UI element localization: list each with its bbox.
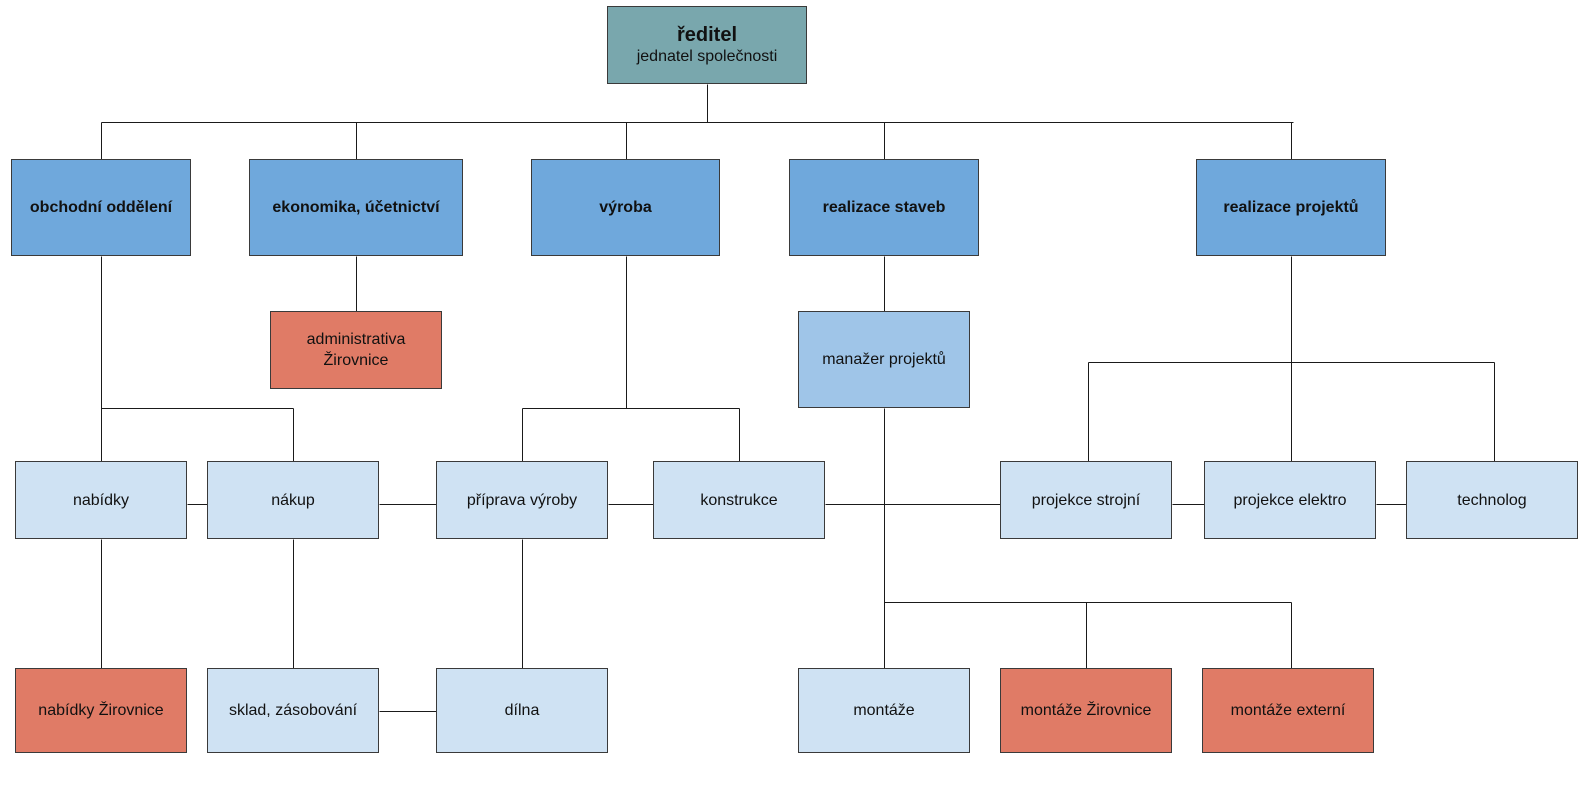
node-label: realizace projektů bbox=[1223, 199, 1359, 216]
node-reditel: ředitel jednatel společnosti bbox=[607, 6, 807, 84]
node-priprava-vyroby: příprava výroby bbox=[436, 461, 608, 539]
node-nabidky-zirovnice: nabídky Žirovnice bbox=[15, 668, 187, 753]
node-label: obchodní oddělení bbox=[29, 199, 173, 216]
node-label: montáže bbox=[853, 702, 915, 719]
node-label: nákup bbox=[271, 491, 315, 509]
node-label: projekce strojní bbox=[1031, 491, 1141, 509]
node-label: nabídky bbox=[72, 491, 130, 509]
node-montaze-zirovnice: montáže Žirovnice bbox=[1000, 668, 1172, 753]
node-ekonomika-ucetnictvi: ekonomika, účetnictví bbox=[249, 159, 463, 256]
node-label: montáže externí bbox=[1230, 702, 1346, 719]
node-label: výroba bbox=[599, 199, 652, 216]
node-label: technolog bbox=[1457, 491, 1527, 509]
node-reditel-title: ředitel bbox=[676, 24, 738, 46]
node-label: ekonomika, účetnictví bbox=[272, 199, 440, 216]
node-label: konstrukce bbox=[700, 491, 778, 509]
node-nakup: nákup bbox=[207, 461, 379, 539]
node-konstrukce: konstrukce bbox=[653, 461, 825, 539]
node-reditel-subtitle: jednatel společnosti bbox=[636, 48, 778, 65]
node-label: administrativa Žirovnice bbox=[306, 331, 406, 369]
node-vyroba: výroba bbox=[531, 159, 720, 256]
node-dilna: dílna bbox=[436, 668, 608, 753]
node-label: příprava výroby bbox=[466, 491, 578, 509]
node-projekce-strojni: projekce strojní bbox=[1000, 461, 1172, 539]
node-manazer-projektu: manažer projektů bbox=[798, 311, 970, 408]
node-administrativa-zirovnice: administrativa Žirovnice bbox=[270, 311, 442, 389]
node-technolog: technolog bbox=[1406, 461, 1578, 539]
node-sklad-zasobovani: sklad, zásobování bbox=[207, 668, 379, 753]
node-label: nabídky Žirovnice bbox=[38, 702, 164, 719]
node-montaze: montáže bbox=[798, 668, 970, 753]
node-obchodni-oddeleni: obchodní oddělení bbox=[11, 159, 191, 256]
node-label: sklad, zásobování bbox=[228, 702, 358, 719]
node-label: dílna bbox=[504, 702, 540, 719]
node-nabidky: nabídky bbox=[15, 461, 187, 539]
node-label: montáže Žirovnice bbox=[1020, 702, 1152, 719]
node-realizace-staveb: realizace staveb bbox=[789, 159, 979, 256]
node-montaze-externi: montáže externí bbox=[1202, 668, 1374, 753]
node-label: projekce elektro bbox=[1233, 491, 1347, 509]
node-label: manažer projektů bbox=[822, 351, 946, 368]
node-label: realizace staveb bbox=[822, 199, 946, 216]
node-realizace-projektu: realizace projektů bbox=[1196, 159, 1386, 256]
node-projekce-elektro: projekce elektro bbox=[1204, 461, 1376, 539]
